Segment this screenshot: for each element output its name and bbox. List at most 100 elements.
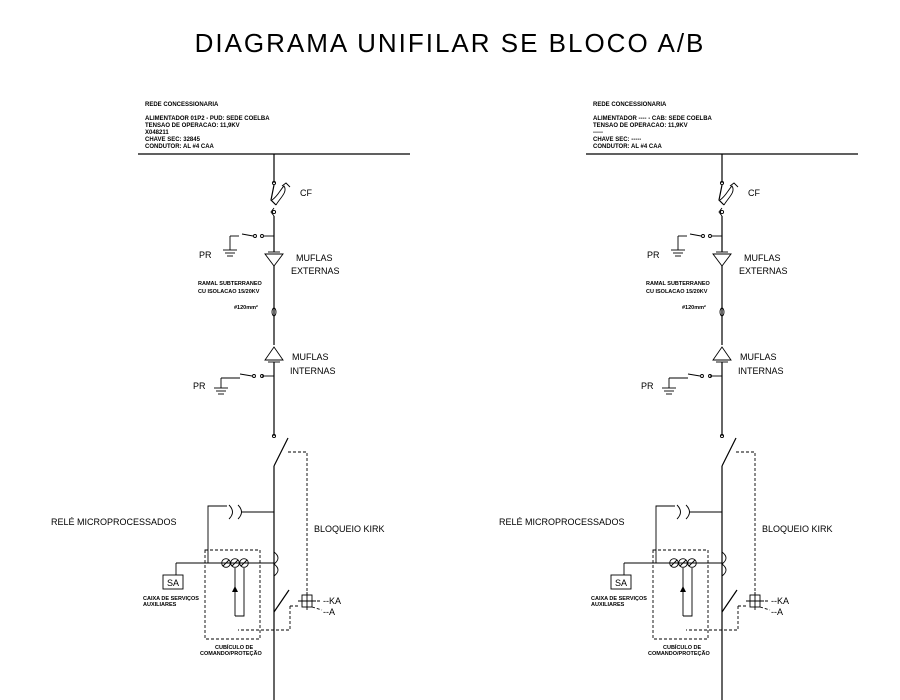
pr-blade xyxy=(241,233,254,237)
cubiculo-label-2: COMANDO/PROTEÇÃO xyxy=(200,650,262,657)
caixa-label-1: CAIXA DE SERVIÇOS xyxy=(591,596,647,602)
header-line-5: CONDUTOR: AL #4 CAA xyxy=(593,144,663,150)
mufla-externa-symbol xyxy=(712,253,732,267)
pr-bottom-label: PR xyxy=(641,381,654,391)
cubiculo-link xyxy=(238,606,291,631)
ct-coil xyxy=(237,504,242,520)
cubiculo-label-1: CUBÍCULO DE xyxy=(215,643,254,651)
switch-terminal xyxy=(719,433,725,439)
fuse-blade xyxy=(270,184,277,206)
relay-wire xyxy=(655,505,675,524)
muflas-externas-label-2: EXTERNAS xyxy=(739,266,788,276)
ct-coil-main xyxy=(721,551,727,577)
main-switch-blade xyxy=(273,437,289,467)
ct-coil-main xyxy=(273,551,279,577)
sa-label: SA xyxy=(615,578,627,588)
control-wire xyxy=(683,568,693,617)
muflas-externas-label-1: MUFLAS xyxy=(744,253,781,263)
ka-label: --KA xyxy=(323,596,341,606)
cubiculo-label-1: CUBÍCULO DE xyxy=(663,643,702,651)
pr-terminal xyxy=(701,234,705,238)
ct-coil xyxy=(228,504,233,520)
diagram-title: DIAGRAMA UNIFILAR SE BLOCO A/B xyxy=(194,28,706,58)
load-switch-blade xyxy=(721,589,738,613)
muflas-internas-label-2: INTERNAS xyxy=(738,366,784,376)
pr-blade xyxy=(687,373,701,377)
ramal-label-1: RAMAL SUBTERRANEO xyxy=(646,281,710,287)
a-lead xyxy=(311,606,323,611)
cf-label: CF xyxy=(300,188,312,198)
fuse-hook xyxy=(281,182,291,188)
muflas-externas-label-2: EXTERNAS xyxy=(291,266,340,276)
cable-section-label: #120mm² xyxy=(234,304,258,311)
header-line-0: REDE CONCESSIONARIA xyxy=(593,102,667,108)
pr-terminal xyxy=(260,374,264,378)
ct-coil xyxy=(685,504,690,520)
fuse-link xyxy=(271,185,286,206)
relay-wire xyxy=(655,524,666,564)
cubiculo-label-2: COMANDO/PROTEÇÃO xyxy=(648,650,710,657)
mufla-externa-symbol xyxy=(264,253,284,267)
pr-terminal xyxy=(260,234,264,238)
mufla-interna-symbol xyxy=(264,346,284,361)
fuse-base xyxy=(270,207,275,217)
a-label: --A xyxy=(323,607,335,617)
terminal-dot xyxy=(719,209,725,215)
header-line-3: ----- xyxy=(593,130,603,136)
header-line-0: REDE CONCESSIONARIA xyxy=(145,102,219,108)
main-switch-blade xyxy=(721,437,737,467)
terminal-dot xyxy=(271,209,277,215)
pr-terminal xyxy=(252,374,256,378)
muflas-internas-label-1: MUFLAS xyxy=(292,352,329,362)
kirk-interlock-link xyxy=(736,451,756,594)
header-line-1: ALIMENTADOR ---- - CAB: SEDE COELBA xyxy=(593,116,713,122)
muflas-externas-label-1: MUFLAS xyxy=(296,253,333,263)
pr-blade xyxy=(239,373,253,377)
header-line-5: CONDUTOR: AL #4 CAA xyxy=(145,144,215,150)
sa-box xyxy=(610,574,632,590)
pr-terminal xyxy=(708,374,712,378)
switch-terminal xyxy=(271,433,277,439)
a-lead xyxy=(759,606,771,611)
mufla-interna-symbol xyxy=(712,346,732,361)
fuse-base xyxy=(718,207,723,217)
cubiculo-link xyxy=(686,606,739,631)
cubiculo-box xyxy=(204,549,261,640)
cable-marker xyxy=(271,307,277,317)
muflas-internas-label-2: INTERNAS xyxy=(290,366,336,376)
header-line-2: TENSAO DE OPERACAO: 11,9KV xyxy=(593,123,688,129)
bloqueio-kirk-label: BLOQUEIO KIRK xyxy=(762,524,833,534)
header-line-3: X048211 xyxy=(145,130,169,136)
cf-label: CF xyxy=(748,188,760,198)
pr-blade xyxy=(689,233,702,237)
rele-label: RELÉ MICROPROCESSADOS xyxy=(499,517,625,527)
fuse-blade xyxy=(718,184,725,206)
ka-label: --KA xyxy=(771,596,789,606)
sa-label: SA xyxy=(167,578,179,588)
caixa-label-2: AUXILIARES xyxy=(591,602,625,608)
pr-terminal xyxy=(708,234,712,238)
fuse-link xyxy=(719,185,734,206)
control-arrow xyxy=(680,586,686,592)
header-line-4: CHAVE SEC: 32845 xyxy=(145,137,201,143)
ramal-label-2: CU ISOLACAO 15/20KV xyxy=(646,289,708,295)
cable-marker xyxy=(719,307,725,317)
bloqueio-kirk-label: BLOQUEIO KIRK xyxy=(314,524,385,534)
caixa-label-2: AUXILIARES xyxy=(143,602,177,608)
header-line-2: TENSAO DE OPERACAO: 11,9KV xyxy=(145,123,240,129)
pr-top-label: PR xyxy=(199,250,212,260)
muflas-internas-label-1: MUFLAS xyxy=(740,352,777,362)
fuse-hook xyxy=(729,182,739,188)
pr-terminal xyxy=(700,374,704,378)
header-line-4: CHAVE SEC: ----- xyxy=(593,137,641,143)
ct-coil xyxy=(676,504,681,520)
control-arrow xyxy=(232,586,238,592)
terminal-dot xyxy=(719,180,725,186)
sa-box xyxy=(162,574,184,590)
block-b: REDE CONCESSIONARIA ALIMENTADOR ---- - CA… xyxy=(499,102,858,700)
cubiculo-box xyxy=(652,549,709,640)
ramal-label-2: CU ISOLACAO 15/20KV xyxy=(198,289,260,295)
pr-bottom-label: PR xyxy=(193,381,206,391)
